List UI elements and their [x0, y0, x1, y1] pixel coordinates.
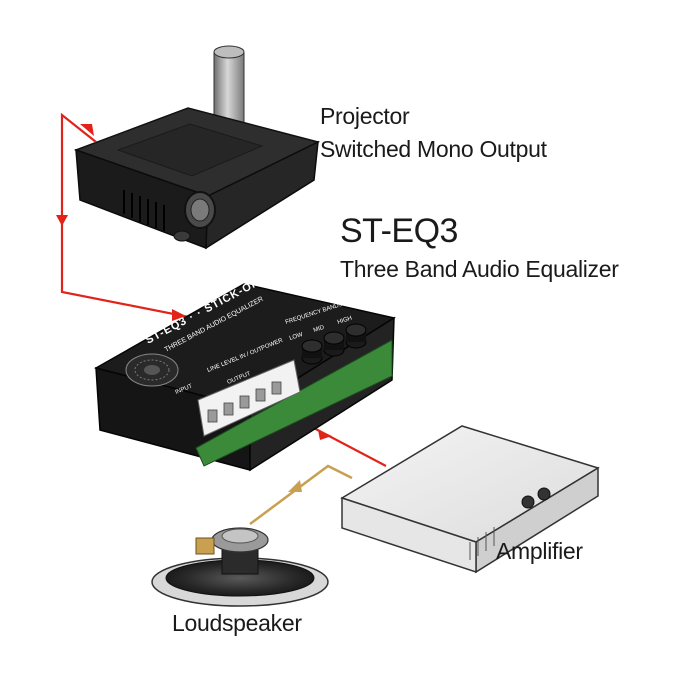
- projector-subtitle-label: Switched Mono Output: [320, 136, 547, 162]
- arrow-icon: [80, 124, 94, 136]
- knob-low-icon: [301, 339, 323, 365]
- projector: [73, 45, 321, 250]
- amplifier-side: [341, 496, 477, 574]
- projector-mount-pole-top: [213, 45, 245, 59]
- speaker-wire: [249, 464, 353, 526]
- arrow-icon: [172, 309, 186, 321]
- loudspeaker: [151, 527, 329, 607]
- knob-high-icon: [345, 323, 367, 349]
- product-model-label: ST-EQ3: [340, 212, 458, 250]
- product-description-label: Three Band Audio Equalizer: [340, 256, 619, 282]
- projector-top-panel: [116, 123, 264, 177]
- device-band-high: HIGH: [337, 316, 353, 326]
- projector-side: [205, 140, 319, 250]
- amplifier-label: Amplifier: [496, 538, 583, 564]
- projector-title-label: Projector: [320, 103, 410, 129]
- projector-vents: [123, 190, 165, 231]
- signal-arrows: [56, 124, 332, 440]
- device-band-low: LOW: [289, 332, 304, 342]
- speaker-terminal: [195, 537, 215, 555]
- speaker-grill-icon: [125, 353, 179, 387]
- amplifier-knob-icon: [537, 487, 551, 501]
- arrow-icon: [288, 480, 302, 492]
- speaker-line-amplifier-to-speaker: [249, 464, 353, 526]
- projector-foot: [173, 230, 191, 242]
- device-band-mid: MID: [313, 325, 326, 334]
- amplifier-vents: [469, 527, 495, 560]
- loudspeaker-label: Loudspeaker: [172, 610, 302, 636]
- arrow-icon: [56, 215, 68, 226]
- eq-knobs: [301, 323, 367, 365]
- knob-mid-icon: [323, 331, 345, 357]
- eq-device: ST-EQ3 · · STICK-ON THREE BAND AUDIO EQU…: [94, 276, 396, 472]
- terminal-block: [197, 359, 301, 437]
- amplifier: [340, 425, 600, 574]
- circuit-board: [195, 339, 393, 467]
- amplifier-knob-icon: [521, 495, 535, 509]
- arrow-icon: [318, 430, 332, 440]
